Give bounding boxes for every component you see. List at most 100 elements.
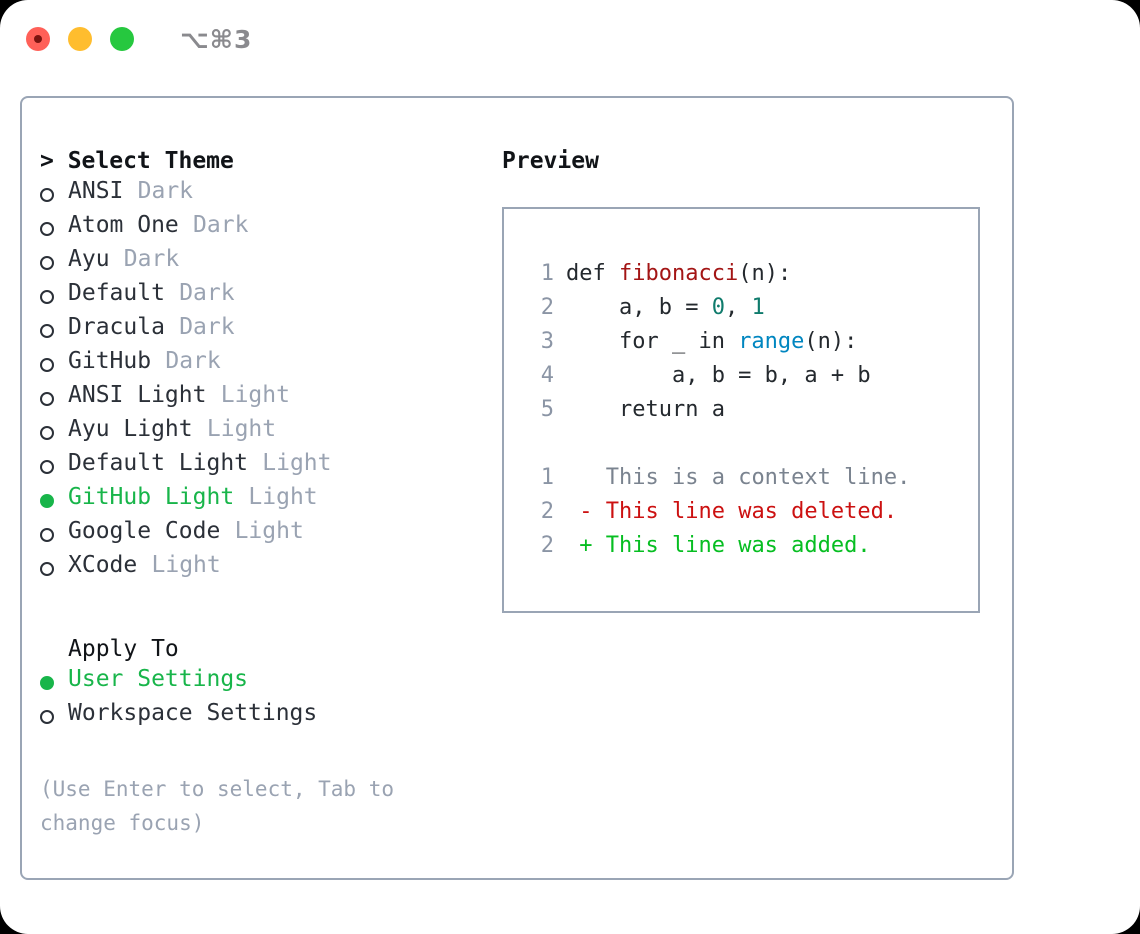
- theme-item-4[interactable]: Dracula Dark: [40, 314, 482, 348]
- code-line-4: 5 return a: [524, 393, 978, 427]
- line-number: 2: [540, 533, 554, 558]
- theme-variant-badge: Light: [262, 450, 332, 476]
- code-line-2: 3 for _ in range(n):: [524, 325, 978, 359]
- radio-unselected-icon[interactable]: [40, 222, 68, 236]
- theme-item-label: Default Light: [68, 450, 249, 476]
- radio-unselected-icon[interactable]: [40, 188, 68, 202]
- theme-variant-badge: Light: [234, 518, 304, 544]
- radio-unselected-icon[interactable]: [40, 460, 68, 474]
- line-number: 2: [540, 499, 554, 524]
- radio-unselected-icon[interactable]: [40, 528, 68, 542]
- code-line-0: 1 def fibonacci(n):: [524, 257, 978, 291]
- line-number: 1: [540, 261, 554, 286]
- theme-variant-badge: Light: [206, 416, 277, 442]
- radio-unselected-icon[interactable]: [40, 358, 68, 372]
- theme-item-11[interactable]: XCode Light: [40, 552, 482, 586]
- code-spacer: [524, 427, 978, 461]
- apply-option-label: User Settings: [68, 666, 249, 692]
- diff-text: This line was added.: [592, 533, 871, 558]
- apply-option-1[interactable]: Workspace Settings: [40, 700, 482, 734]
- theme-item-1[interactable]: Atom One Dark: [40, 212, 482, 246]
- theme-variant-badge: Light: [248, 484, 318, 510]
- theme-item-label: XCode: [68, 552, 138, 578]
- theme-variant-badge: Dark: [179, 280, 235, 306]
- diff-marker: [566, 461, 593, 495]
- apply-option-0[interactable]: User Settings: [40, 666, 482, 700]
- code-line-3: 4 a, b = b, a + b: [524, 359, 978, 393]
- keyboard-hint: (Use Enter to select, Tab to change focu…: [40, 777, 395, 835]
- theme-variant-badge: Dark: [165, 348, 221, 374]
- diff-line-2: 2 + This line was added.: [524, 529, 978, 563]
- code-content: def fibonacci(n):: [566, 261, 792, 286]
- diff-text: This is a context line.: [592, 465, 911, 490]
- diff-text: This line was deleted.: [592, 499, 898, 524]
- radio-unselected-icon[interactable]: [40, 392, 68, 406]
- line-number: 5: [540, 397, 554, 422]
- theme-item-label: Dracula: [68, 314, 165, 340]
- theme-item-6[interactable]: ANSI Light Light: [40, 382, 482, 416]
- radio-selected-icon[interactable]: [40, 676, 68, 690]
- theme-item-5[interactable]: GitHub Dark: [40, 348, 482, 382]
- keyboard-shortcut-label: ⌥⌘3: [180, 24, 253, 54]
- apply-option-label: Workspace Settings: [68, 700, 318, 726]
- theme-variant-badge: Dark: [179, 314, 235, 340]
- radio-unselected-icon[interactable]: [40, 256, 68, 270]
- theme-variant-badge: Light: [151, 552, 221, 578]
- apply-to-heading: Apply To: [68, 636, 179, 662]
- theme-item-label: ANSI Light: [68, 382, 207, 408]
- preview-title: Preview: [502, 148, 599, 174]
- theme-item-label: Atom One: [68, 212, 179, 238]
- radio-selected-icon[interactable]: [40, 494, 68, 508]
- line-number: 1: [540, 465, 554, 490]
- diff-block: 1 This is a context line.2 - This line w…: [524, 461, 978, 563]
- line-number: 3: [540, 329, 554, 354]
- diff-marker: +: [566, 533, 593, 558]
- theme-item-2[interactable]: Ayu Dark: [40, 246, 482, 280]
- zoom-button[interactable]: [110, 27, 134, 51]
- theme-variant-badge: Light: [220, 382, 290, 408]
- theme-item-label: Google Code: [68, 518, 221, 544]
- theme-item-label: Default: [68, 280, 165, 306]
- theme-item-7[interactable]: Ayu Light Light: [40, 416, 482, 450]
- title-bar: ⌥⌘3: [0, 0, 1140, 78]
- theme-variant-badge: Dark: [137, 178, 194, 204]
- theme-item-label: Ayu Light: [68, 416, 193, 442]
- close-button[interactable]: [26, 27, 50, 51]
- radio-unselected-icon[interactable]: [40, 710, 68, 724]
- theme-item-10[interactable]: Google Code Light: [40, 518, 482, 552]
- select-theme-heading: > Select Theme: [40, 148, 234, 174]
- theme-item-label: GitHub: [68, 348, 152, 374]
- code-line-1: 2 a, b = 0, 1: [524, 291, 978, 325]
- line-number: 2: [540, 295, 554, 320]
- code-content: a, b = b, a + b: [566, 363, 871, 388]
- code-content: a, b = 0, 1: [566, 295, 765, 320]
- theme-item-3[interactable]: Default Dark: [40, 280, 482, 314]
- theme-item-8[interactable]: Default Light Light: [40, 450, 482, 484]
- radio-unselected-icon[interactable]: [40, 324, 68, 338]
- radio-unselected-icon[interactable]: [40, 562, 68, 576]
- theme-item-label: Ayu: [68, 246, 110, 272]
- line-number: 4: [540, 363, 554, 388]
- traffic-lights: [26, 27, 134, 51]
- code-content: for _ in range(n):: [566, 329, 858, 354]
- radio-unselected-icon[interactable]: [40, 290, 68, 304]
- theme-item-9[interactable]: GitHub Light Light: [40, 484, 482, 518]
- radio-unselected-icon[interactable]: [40, 426, 68, 440]
- theme-variant-badge: Dark: [193, 212, 249, 238]
- theme-variant-badge: Dark: [123, 246, 180, 272]
- diff-line-1: 2 - This line was deleted.: [524, 495, 978, 529]
- minimize-button[interactable]: [68, 27, 92, 51]
- diff-marker: -: [566, 499, 593, 524]
- theme-item-label: GitHub Light: [68, 484, 235, 510]
- diff-line-0: 1 This is a context line.: [524, 461, 978, 495]
- code-content: return a: [566, 397, 725, 422]
